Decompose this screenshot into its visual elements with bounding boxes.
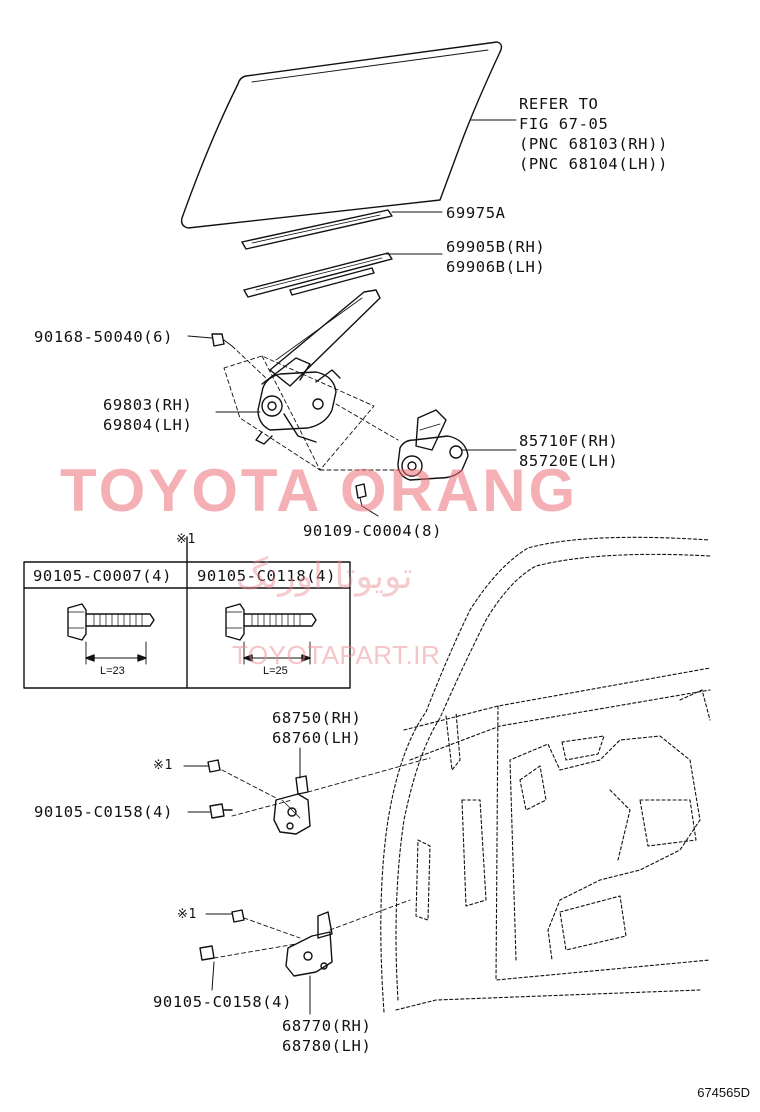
bolt-illustration-right (225, 603, 317, 665)
part-label-69803: 69803(RH) (103, 396, 193, 414)
table-header-left: 90105-C0007(4) (33, 567, 173, 585)
window-motor (319, 403, 469, 481)
part-label-68780: 68780(LH) (282, 1037, 372, 1055)
lower-hinge-small-bolt (231, 909, 245, 923)
door-inner-panel (380, 536, 711, 1013)
upper-hinge-small-bolt (207, 759, 221, 773)
part-label-68760: 68760(LH) (272, 729, 362, 747)
figure-code: 674565D (697, 1085, 750, 1100)
regulator-bolt (211, 333, 269, 381)
part-label-68770: 68770(RH) (282, 1017, 372, 1035)
motor-bolt (355, 483, 367, 507)
leader-lines (183, 119, 517, 1015)
part-label-69804: 69804(LH) (103, 416, 193, 434)
weatherstrip-69975a (241, 209, 393, 250)
hinge-mount-lines (213, 757, 431, 959)
table-note-marker: ※1 (176, 532, 196, 547)
lower-hinge-note-marker: ※1 (177, 907, 197, 922)
lower-door-hinge (285, 911, 333, 977)
part-label-90109-c0004: 90109-C0004(8) (303, 522, 443, 540)
lower-hinge-bolt (199, 945, 215, 961)
upper-hinge-bolt (209, 803, 233, 819)
table-header-right: 90105-C0118(4) (197, 567, 337, 585)
part-label-85710f: 85710F(RH) (519, 432, 619, 450)
door-glass (180, 41, 503, 229)
bolt-table (23, 536, 351, 689)
part-label-69905b: 69905B(RH) (446, 238, 546, 256)
refer-note-line-4: (PNC 68104(LH)) (519, 155, 668, 173)
refer-note-line-1: REFER TO (519, 95, 599, 113)
upper-hinge-note-marker: ※1 (153, 758, 173, 773)
weatherstrip-69905b (243, 252, 393, 298)
refer-note-line-2: FIG 67-05 (519, 115, 609, 133)
part-label-90168-50040: 90168-50040(6) (34, 328, 174, 346)
part-label-85720e: 85720E(LH) (519, 452, 619, 470)
upper-door-hinge (273, 775, 311, 835)
part-label-upper-90105-c0158: 90105-C0158(4) (34, 803, 174, 821)
bolt-length-right: L=25 (263, 665, 288, 677)
window-regulator (223, 289, 381, 471)
refer-note-line-3: (PNC 68103(RH)) (519, 135, 668, 153)
part-label-69906b: 69906B(LH) (446, 258, 546, 276)
bolt-illustration-left (67, 603, 155, 665)
bolt-length-left: L=23 (100, 665, 125, 677)
part-label-68750: 68750(RH) (272, 709, 362, 727)
part-label-lower-90105-c0158: 90105-C0158(4) (153, 993, 293, 1011)
part-label-69975a: 69975A (446, 204, 506, 222)
